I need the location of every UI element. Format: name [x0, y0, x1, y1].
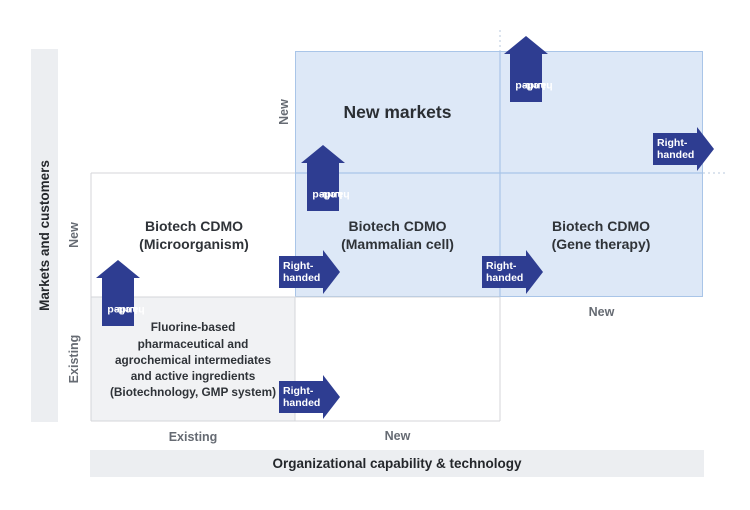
y-tick-new-2: New: [277, 99, 291, 125]
y-axis-band: [31, 49, 58, 422]
x-tick-new-1: New: [384, 429, 411, 443]
right-handed-arrow-label: Right-handed: [279, 381, 323, 413]
x-tick-new-2: New: [588, 305, 615, 319]
left-handed-arrow-label: Left-handed: [515, 80, 553, 93]
arrow-head-right-icon: [526, 250, 543, 294]
left-handed-arrow-label: Left-handed: [312, 189, 350, 202]
arrow-head-right-icon: [697, 127, 714, 171]
x-tick-existing: Existing: [168, 430, 218, 444]
cell-biotech-cdmo-mammalian-cell: Biotech CDMO (Mammalian cell): [341, 217, 454, 252]
x-axis-band: [90, 450, 704, 477]
arrow-head-up-icon: [96, 260, 140, 278]
left-handed-arrow-label: Left-handed: [107, 304, 145, 317]
arrow-head-up-icon: [504, 36, 548, 54]
right-handed-arrow-label: Right-handed: [279, 256, 323, 288]
y-tick-new-1: New: [67, 222, 81, 248]
y-tick-existing: Existing: [67, 334, 81, 384]
cell-biotech-cdmo-microorganism: Biotech CDMO (Microorganism): [139, 217, 249, 252]
right-handed-arrow-label: Right-handed: [482, 256, 526, 288]
arrow-head-right-icon: [323, 250, 340, 294]
new-markets-title: New markets: [343, 102, 452, 123]
right-handed-arrow-label: Right-handed: [653, 133, 697, 165]
cell-biotech-cdmo-gene-therapy: Biotech CDMO (Gene therapy): [551, 217, 651, 252]
x-axis-title: Organizational capability & technology: [272, 456, 522, 471]
arrow-head-up-icon: [301, 145, 345, 163]
cell-fluorine-based: Fluorine-based pharmaceutical and agroch…: [109, 320, 277, 400]
arrow-head-right-icon: [323, 375, 340, 419]
